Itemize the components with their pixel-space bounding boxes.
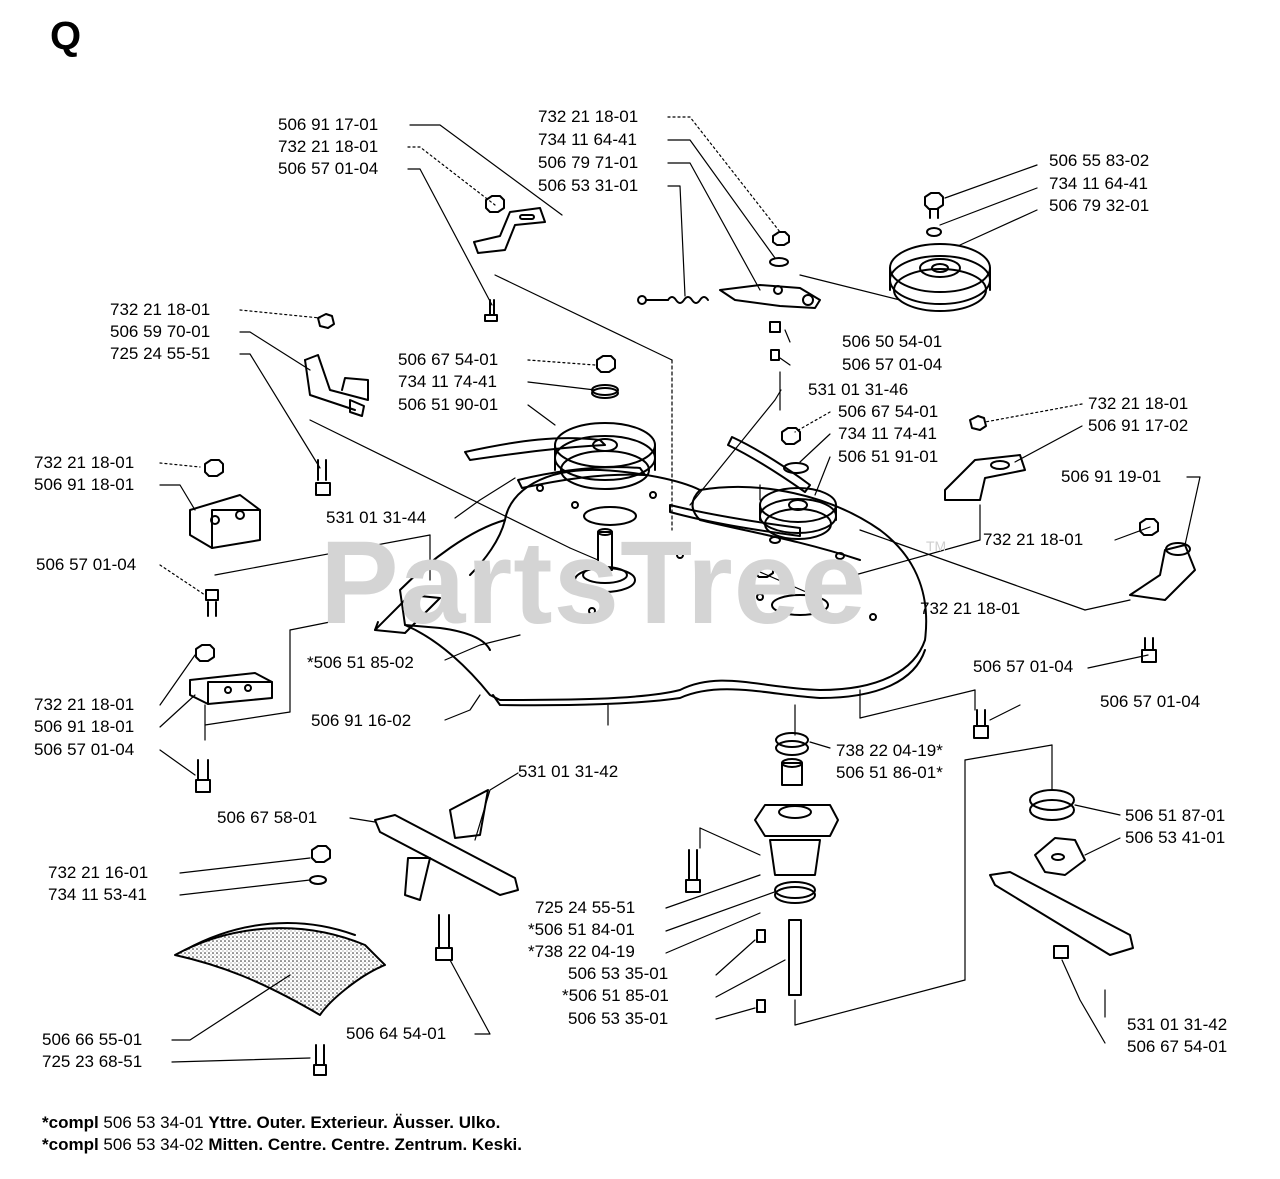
- part-label[interactable]: 506 91 19-01: [1061, 467, 1162, 486]
- hardware-right-pulley: [781, 427, 809, 474]
- left-bracket-506-91-18-01-lower: [189, 644, 273, 705]
- part-label[interactable]: 732 21 18-01: [34, 453, 135, 472]
- left-hardware-732-21-16-01: [309, 845, 331, 885]
- top-pulley-506-79-32-01: [889, 243, 991, 312]
- footnote-description: Yttre. Outer. Exterieur. Äusser. Ulko.: [208, 1113, 501, 1132]
- part-label[interactable]: 506 66 55-01: [42, 1030, 143, 1049]
- right-bracket-506-91-17-02: [944, 415, 1026, 501]
- part-label[interactable]: 506 57 01-04: [278, 159, 379, 178]
- part-label[interactable]: *506 51 84-01: [528, 920, 635, 939]
- footnote-prefix: *compl: [42, 1135, 99, 1154]
- part-label[interactable]: 506 67 54-01: [838, 402, 939, 421]
- center-pulley-506-51-90-01: [554, 422, 656, 490]
- part-label[interactable]: 738 22 04-19*: [836, 741, 943, 760]
- part-label[interactable]: 506 55 83-02: [1049, 151, 1150, 170]
- deck-nut-732-21-18-01: [754, 560, 774, 578]
- drive-belts: [464, 436, 811, 537]
- part-label[interactable]: 506 51 91-01: [838, 447, 939, 466]
- part-label[interactable]: 732 21 18-01: [920, 599, 1021, 618]
- right-pulley-506-51-91-01: [759, 487, 837, 540]
- watermark: PartsTree: [320, 517, 867, 649]
- part-label[interactable]: 531 01 31-42: [1127, 1015, 1228, 1034]
- part-label[interactable]: 732 21 18-01: [1088, 394, 1189, 413]
- part-label[interactable]: 506 51 86-01*: [836, 763, 943, 782]
- part-label[interactable]: 506 57 01-04: [1100, 692, 1201, 711]
- part-label[interactable]: 734 11 53-41: [48, 885, 147, 904]
- part-label[interactable]: 506 67 54-01: [1127, 1037, 1228, 1056]
- part-label[interactable]: *738 22 04-19: [528, 942, 635, 961]
- part-label[interactable]: 732 21 18-01: [34, 695, 135, 714]
- footnote-description: Mitten. Centre. Centre. Zentrum. Keski.: [208, 1135, 522, 1154]
- footnote-part-number[interactable]: 506 53 34-01: [103, 1113, 204, 1132]
- part-label[interactable]: 734 11 74-41: [838, 424, 937, 443]
- right-blade-assembly: [989, 789, 1134, 959]
- part-label[interactable]: 732 21 18-01: [538, 107, 639, 126]
- part-label[interactable]: 506 67 58-01: [217, 808, 318, 827]
- part-label[interactable]: 506 67 54-01: [398, 350, 499, 369]
- right-bracket-506-91-19-01: [1129, 518, 1196, 663]
- leader-lines: [159, 116, 1201, 1063]
- part-label[interactable]: 725 24 55-51: [110, 344, 211, 363]
- hardware-top-left: [473, 195, 546, 322]
- part-label[interactable]: 734 11 74-41: [398, 372, 497, 391]
- part-label[interactable]: 506 64 54-01: [346, 1024, 447, 1043]
- part-label[interactable]: 506 50 54-01: [842, 332, 943, 351]
- part-label[interactable]: 506 53 35-01: [568, 964, 669, 983]
- part-label[interactable]: 506 91 17-01: [278, 115, 379, 134]
- left-bracket-506-91-18-01-upper: [189, 459, 261, 549]
- footnote-centre: *compl 506 53 34-02 Mitten. Centre. Cent…: [42, 1134, 522, 1155]
- footnote-prefix: *compl: [42, 1113, 99, 1132]
- part-label[interactable]: 531 01 31-44: [326, 508, 427, 527]
- part-label[interactable]: 506 91 18-01: [34, 717, 135, 736]
- part-label[interactable]: 506 57 01-04: [973, 657, 1074, 676]
- part-label[interactable]: 506 57 01-04: [36, 555, 137, 574]
- part-label[interactable]: *506 51 85-02: [307, 653, 414, 672]
- deflector-506-66-55-01: [174, 922, 386, 1076]
- part-label[interactable]: 531 01 31-46: [808, 380, 909, 399]
- part-label[interactable]: 734 11 64-41: [538, 130, 637, 149]
- footnote-outer: *compl 506 53 34-01 Yttre. Outer. Exteri…: [42, 1112, 500, 1133]
- part-label[interactable]: 506 57 01-04: [842, 355, 943, 374]
- hardware-center-pulley: [591, 355, 619, 399]
- part-label[interactable]: 506 53 35-01: [568, 1009, 669, 1028]
- part-label[interactable]: 734 11 64-41: [1049, 174, 1148, 193]
- part-label[interactable]: 506 79 32-01: [1049, 196, 1150, 215]
- center-spindle: [582, 528, 628, 584]
- part-label[interactable]: 531 01 31-42: [518, 762, 619, 781]
- left-cable-guide-506-59-70-01: [304, 313, 369, 496]
- left-blade-assembly: [374, 789, 519, 961]
- footnote-part-number[interactable]: 506 53 34-02: [103, 1135, 204, 1154]
- part-label[interactable]: 732 21 16-01: [48, 863, 149, 882]
- bolt-right-506-57-01-04: [973, 709, 989, 739]
- part-label[interactable]: 506 91 16-02: [311, 711, 412, 730]
- lower-spindle-assembly: [685, 732, 839, 1013]
- part-label[interactable]: 725 23 68-51: [42, 1052, 143, 1071]
- part-label[interactable]: 506 51 90-01: [398, 395, 499, 414]
- part-label[interactable]: 506 59 70-01: [110, 322, 211, 341]
- hardware-top-pulley: [924, 192, 944, 237]
- part-label[interactable]: 506 51 87-01: [1125, 806, 1226, 825]
- sheet-letter: Q: [50, 14, 82, 58]
- part-label[interactable]: 506 53 31-01: [538, 176, 639, 195]
- bolts-left: [195, 589, 219, 793]
- part-label[interactable]: 506 91 17-02: [1088, 416, 1189, 435]
- part-label[interactable]: 732 21 18-01: [983, 530, 1084, 549]
- part-label[interactable]: *506 51 85-01: [562, 986, 669, 1005]
- part-label[interactable]: 732 21 18-01: [110, 300, 211, 319]
- idler-arm-assembly: [637, 231, 821, 361]
- part-label[interactable]: 506 79 71-01: [538, 153, 639, 172]
- part-label[interactable]: 506 91 18-01: [34, 475, 135, 494]
- part-label[interactable]: 506 57 01-04: [34, 740, 135, 759]
- part-label[interactable]: 732 21 18-01: [278, 137, 379, 156]
- part-label[interactable]: 506 53 41-01: [1125, 828, 1226, 847]
- watermark-trademark: TM: [926, 538, 947, 554]
- part-label[interactable]: 725 24 55-51: [535, 898, 636, 917]
